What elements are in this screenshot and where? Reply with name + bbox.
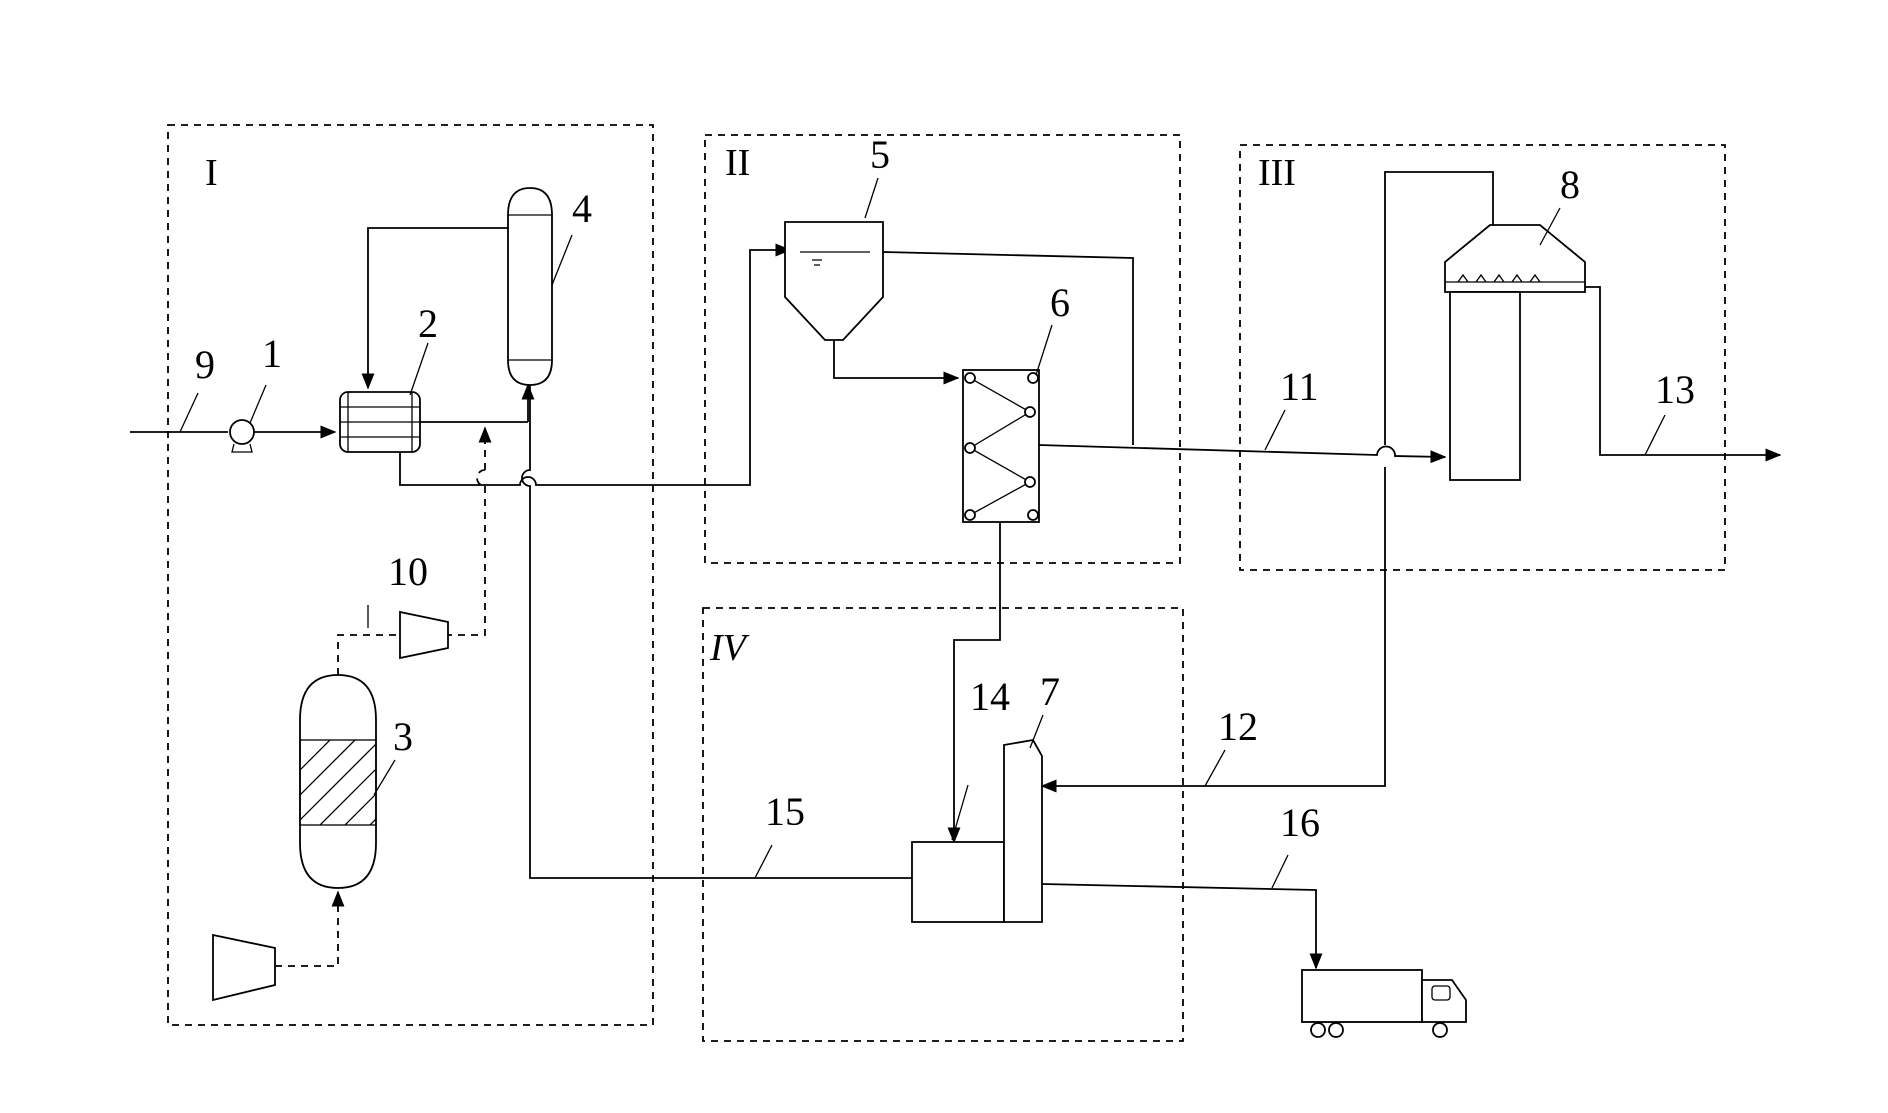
settler-to-filter-line	[833, 340, 960, 385]
blower	[212, 933, 276, 1002]
label-5: 5	[870, 132, 890, 177]
settler-overflow-line	[882, 251, 1134, 445]
label-10: 10	[388, 549, 428, 594]
label-6: 6	[1050, 280, 1070, 325]
filter-roller-7	[1027, 509, 1039, 521]
filter-roller-1	[964, 372, 976, 384]
label-9: 9	[195, 342, 215, 387]
label-14: 14	[970, 674, 1010, 719]
gas-line-10-lower	[448, 486, 486, 636]
filter-roller-4	[964, 442, 976, 454]
zone-I-boundary	[167, 124, 654, 1026]
label-16: 16	[1280, 800, 1320, 845]
filter-roller-3	[1024, 406, 1036, 418]
gas-line-10-hop	[476, 469, 486, 487]
label-11: 11	[1280, 364, 1319, 409]
label-1: 1	[262, 331, 282, 376]
zone-IV-boundary	[702, 607, 1184, 1042]
leader-lines	[179, 177, 1666, 889]
column-4	[507, 187, 553, 386]
truck-icon	[1301, 969, 1467, 1038]
zone-II-label: II	[725, 142, 750, 184]
zone-I-label: I	[205, 152, 218, 194]
settler-5	[784, 221, 884, 341]
label-4: 4	[572, 186, 592, 231]
filter-roller-2	[1027, 372, 1039, 384]
tower-8-hood	[1444, 224, 1586, 293]
filter-cake-line-14	[947, 522, 1001, 844]
flue-gas-line-12	[1040, 467, 1386, 793]
label-8: 8	[1560, 162, 1580, 207]
filter-roller-6	[964, 509, 976, 521]
zone-IV-label: IV	[709, 627, 750, 669]
label-7: 7	[1040, 669, 1060, 714]
zone-III-label: III	[1258, 152, 1296, 194]
furnace-7-box	[911, 841, 1005, 923]
filtrate-line-11	[1038, 444, 1447, 464]
product-line-13	[1585, 286, 1782, 462]
tower-8-nozzles	[1457, 273, 1541, 283]
settler-5-level-mark	[812, 259, 822, 266]
pump-1-base	[231, 443, 253, 453]
label-12: 12	[1218, 704, 1258, 749]
ash-line-16	[1041, 883, 1323, 970]
column-bottoms-line-15	[521, 385, 912, 879]
zone-II-boundary	[704, 134, 1181, 564]
tower-8-body	[1449, 291, 1521, 481]
label-15: 15	[765, 789, 805, 834]
furnace-7-stack	[1003, 739, 1043, 923]
tower-vent-line	[1384, 171, 1494, 445]
reactor-to-compressor-line	[337, 634, 400, 675]
compressor-10	[399, 610, 449, 660]
blower-to-reactor-line	[275, 890, 345, 967]
pump-1	[229, 419, 255, 445]
column-overhead-return-line	[361, 227, 508, 390]
label-2: 2	[418, 301, 438, 346]
label-3: 3	[393, 714, 413, 759]
label-13: 13	[1655, 367, 1695, 412]
reactor-3-hatching	[300, 740, 376, 825]
exchanger-to-settler-line	[399, 243, 792, 486]
reactor-3-packing	[299, 739, 377, 826]
filter-roller-5	[1024, 476, 1036, 488]
